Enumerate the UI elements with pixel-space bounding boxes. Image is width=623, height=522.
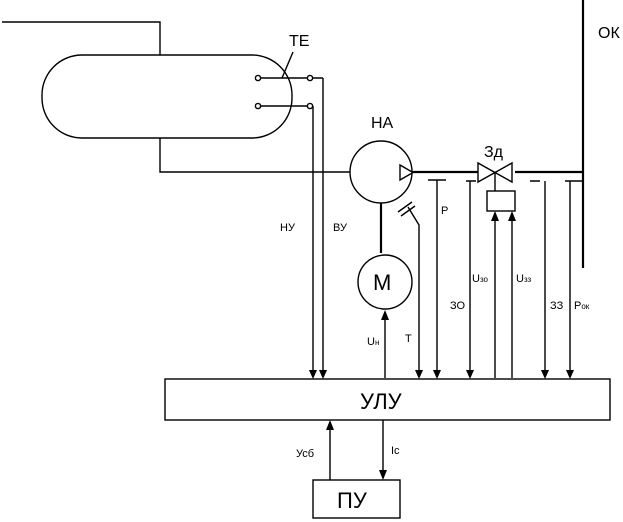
zd-label: Зд	[484, 144, 504, 161]
pu-label: ПУ	[337, 488, 368, 513]
p-arrow	[433, 370, 441, 379]
pok-label: Pок	[574, 300, 590, 312]
pump-direction-triangle	[399, 163, 415, 182]
tank-outlet-pipe	[159, 138, 350, 173]
motor-label: М	[373, 270, 391, 295]
pu-unit	[312, 479, 401, 519]
na-label: НА	[371, 115, 394, 132]
ulu-unit	[164, 378, 611, 421]
zo-tap	[466, 180, 476, 372]
ic-arrow	[379, 470, 387, 480]
te-terminal-1	[254, 74, 262, 82]
zo-label: ЗО	[450, 300, 466, 312]
te-terminal-4	[306, 102, 314, 110]
u-n-arrow	[381, 310, 389, 320]
u-n-label: Uн	[367, 336, 379, 348]
t-sensor-symbol	[397, 201, 416, 217]
te-leader	[281, 51, 294, 79]
zz-arrow	[541, 370, 549, 379]
nu-arrow	[309, 370, 317, 379]
u-zo-label: Uзо	[472, 273, 489, 285]
u-zz-arrow	[508, 211, 516, 221]
te-label: ТЕ	[289, 33, 309, 50]
nu-label: НУ	[280, 222, 296, 234]
u-zz-label: Uзз	[516, 273, 532, 285]
t-signal-line	[407, 206, 420, 372]
t-arrow	[415, 370, 423, 379]
te-terminal-2	[306, 74, 314, 82]
valve-actuator	[486, 190, 516, 212]
p-tap	[428, 179, 446, 372]
pok-tap	[565, 180, 583, 372]
supply-pipe	[2, 21, 161, 55]
t-label: T	[405, 333, 412, 345]
vu-label: ВУ	[333, 222, 348, 234]
zz-tap	[530, 180, 546, 372]
u-zo-arrow	[491, 211, 499, 221]
p-label: P	[441, 205, 448, 217]
ulu-label: УЛУ	[360, 389, 403, 414]
pok-arrow	[566, 370, 574, 379]
vu-arrow	[319, 370, 327, 379]
zo-arrow	[466, 370, 474, 379]
te-terminal-3	[254, 102, 262, 110]
usb-arrow	[326, 420, 334, 430]
zz-label: ЗЗ	[550, 300, 564, 312]
valve-left-triangle	[477, 161, 497, 184]
valve-right-triangle	[493, 161, 513, 184]
ok-label: ОК	[598, 25, 620, 42]
ic-label: Ic	[391, 445, 400, 457]
tank	[41, 54, 293, 139]
motor	[357, 254, 413, 310]
usb-label: Усб	[296, 448, 314, 460]
